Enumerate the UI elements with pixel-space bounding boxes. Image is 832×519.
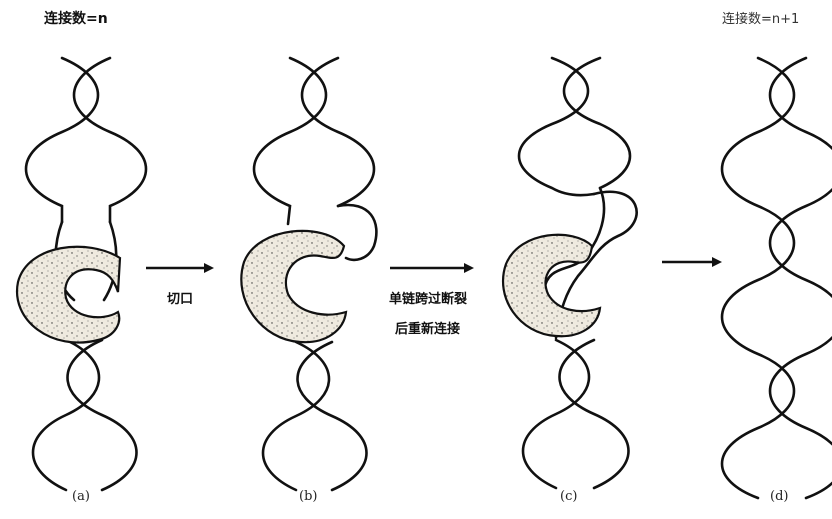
linking-number-after: 连接数=n+1	[722, 8, 799, 27]
panel-label-a: (a)	[72, 489, 90, 504]
arrow-a-b	[146, 263, 214, 273]
arrow-b-c	[390, 263, 474, 273]
enzyme-c	[503, 235, 600, 336]
dna-loop-b	[338, 205, 376, 260]
dna-helix-full-d	[722, 58, 832, 498]
linking-number-before: 连接数=n	[44, 8, 108, 28]
panel-label-c: (c)	[560, 489, 577, 504]
dna-helix-bottom-c	[523, 340, 629, 488]
step-pass-label-line2: 后重新连接	[395, 318, 460, 337]
arrow-c-d	[662, 257, 722, 267]
enzyme-b	[241, 231, 346, 342]
dna-helix-top-a	[26, 58, 146, 222]
step-pass-label-line1: 单链跨过断裂	[389, 288, 467, 307]
dna-helix-top-c	[519, 58, 630, 195]
step-nick-label: 切口	[167, 288, 193, 307]
dna-helix-top-b	[254, 58, 374, 224]
panel-label-b: (b)	[299, 489, 317, 504]
panel-label-d: (d)	[770, 489, 788, 504]
dna-helix-bottom-a	[33, 340, 137, 490]
dna-helix-bottom-b	[263, 342, 367, 490]
panel-d	[722, 58, 832, 498]
